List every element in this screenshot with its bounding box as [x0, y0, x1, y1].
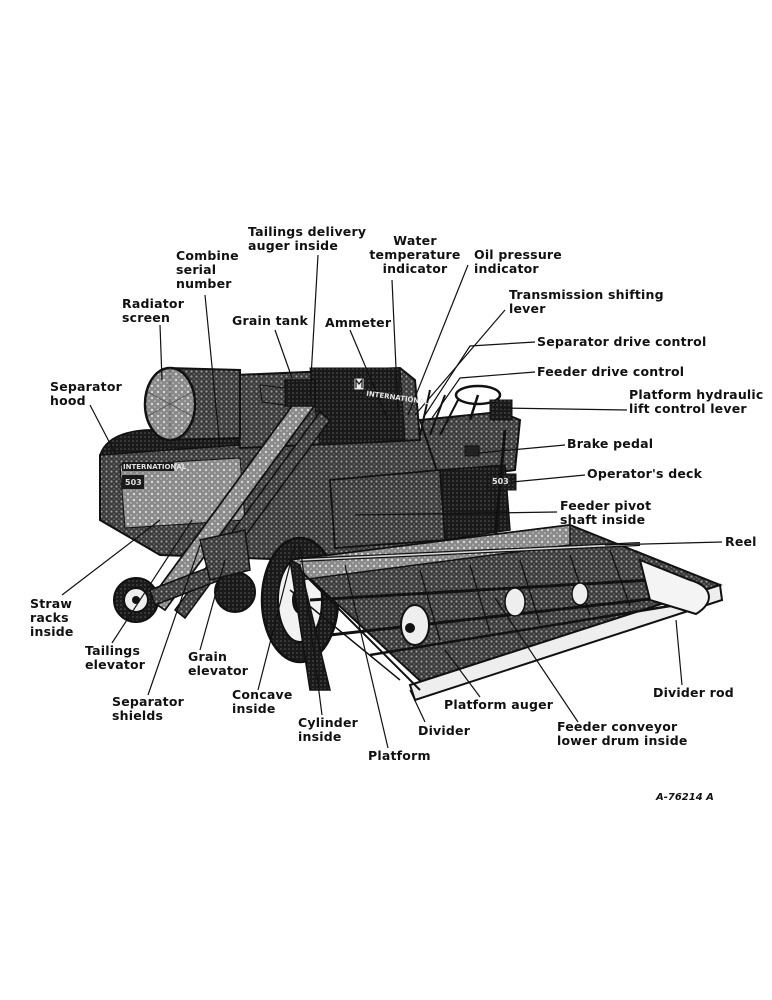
label-grain-elevator: Grain elevator	[188, 649, 249, 678]
grain-elevator-support	[199, 529, 256, 613]
label-ammeter: Ammeter	[325, 315, 392, 330]
operator-platform	[418, 384, 522, 541]
radiator-screen	[143, 366, 241, 442]
label-platform: Platform	[368, 748, 431, 763]
label-water-temperature-indicator: Water temperature indicator	[369, 233, 461, 276]
label-tailings-elevator: Tailings elevator	[85, 643, 146, 672]
label-reel: Reel	[725, 534, 757, 549]
label-platform-hydraulic-lift: Platform hydraulic lift control lever	[629, 387, 764, 416]
rear-wheel	[113, 564, 221, 623]
label-divider: Divider	[418, 723, 471, 738]
label-feeder-conveyor: Feeder conveyor lower drum inside	[557, 719, 688, 748]
figure-number: A-76214 A	[656, 792, 714, 803]
leader-lines	[61, 254, 723, 749]
label-divider-rod: Divider rod	[653, 685, 734, 700]
label-separator-hood: Separator hood	[50, 379, 122, 408]
label-feeder-drive-control: Feeder drive control	[537, 364, 685, 379]
label-separator-drive-control: Separator drive control	[537, 334, 707, 349]
label-transmission-shifting-lever: Transmission shifting lever	[509, 287, 664, 316]
label-combine-serial-number: Combine serial number	[176, 248, 239, 291]
label-oil-pressure-indicator: Oil pressure indicator	[474, 247, 562, 276]
label-operators-deck: Operator's deck	[587, 466, 703, 481]
header-platform	[287, 523, 724, 702]
label-separator-shields: Separator shields	[112, 694, 184, 723]
label-cylinder: Cylinder inside	[298, 715, 358, 744]
label-radiator-screen: Radiator screen	[122, 296, 185, 325]
machine-model-deck: 503	[492, 477, 509, 486]
label-grain-tank: Grain tank	[232, 313, 309, 328]
label-tailings-delivery-auger: Tailings delivery auger inside	[248, 224, 367, 253]
machine-brand-side: INTERNATIONAL	[123, 463, 187, 471]
machine-model-side: 503	[125, 478, 142, 487]
label-feeder-pivot-shaft: Feeder pivot shaft inside	[560, 498, 652, 527]
label-concave: Concave inside	[232, 687, 293, 716]
label-platform-auger: Platform auger	[444, 697, 554, 712]
label-straw-racks: Straw racks inside	[30, 596, 74, 639]
label-brake-pedal: Brake pedal	[567, 436, 654, 451]
feeder-house	[329, 469, 446, 549]
grain-tank	[233, 366, 422, 450]
